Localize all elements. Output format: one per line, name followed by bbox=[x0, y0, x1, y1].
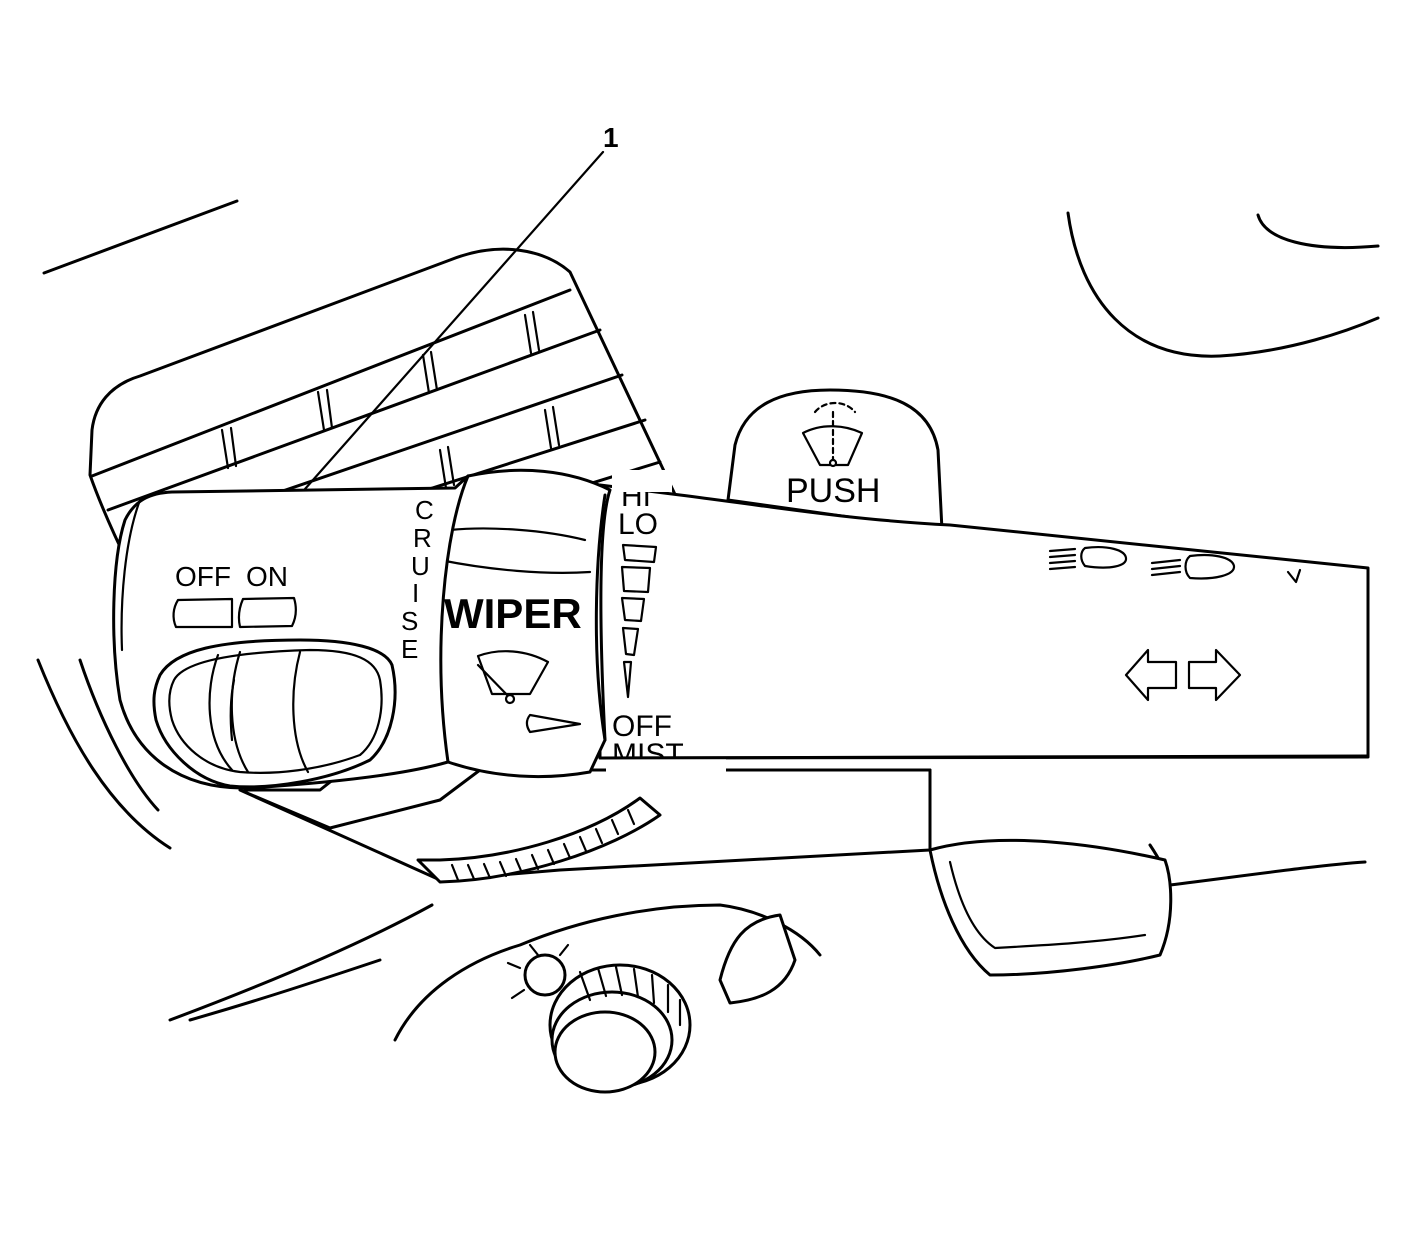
turn-signal-stalk[interactable] bbox=[598, 483, 1370, 760]
wiper-speed-scale: HI LO OFF MIST bbox=[598, 470, 1370, 781]
headlamp-beam-icon bbox=[1048, 546, 1128, 571]
set-resume-rocker[interactable] bbox=[152, 638, 397, 789]
washer-push-button[interactable]: PUSH bbox=[726, 388, 944, 532]
callout-1: 1 bbox=[303, 122, 619, 491]
svg-text:R: R bbox=[413, 523, 432, 553]
cruise-label: C R U I S E bbox=[401, 495, 434, 664]
wiper-off-label: OFF bbox=[612, 710, 672, 743]
windshield-wiper-icon bbox=[476, 650, 550, 705]
leader-line bbox=[303, 150, 605, 491]
wiper-label: WIPER bbox=[444, 590, 582, 637]
knob-knurling bbox=[578, 965, 682, 1027]
lo-label: LO bbox=[618, 508, 658, 541]
svg-text:U: U bbox=[411, 551, 430, 581]
cruise-off-label: OFF bbox=[175, 561, 231, 592]
cruise-on-label: ON bbox=[246, 561, 288, 592]
steering-column-shroud bbox=[238, 768, 1173, 1094]
cruise-on-button[interactable] bbox=[237, 596, 297, 629]
svg-text:C: C bbox=[415, 495, 434, 525]
push-label: PUSH bbox=[786, 472, 880, 510]
svg-text:S: S bbox=[401, 606, 418, 636]
svg-text:E: E bbox=[401, 634, 418, 664]
lamp-rays bbox=[506, 943, 570, 1000]
tilt-wheel-knurling bbox=[450, 808, 636, 882]
callout-number: 1 bbox=[603, 122, 619, 153]
wiper-control-ring[interactable]: WIPER bbox=[431, 468, 612, 779]
cruise-off-button[interactable] bbox=[172, 597, 234, 629]
headlamp-beam-icon bbox=[1150, 553, 1236, 580]
windshield-washer-icon bbox=[801, 401, 864, 468]
turn-signal-arrows-icon bbox=[1124, 648, 1242, 702]
cruise-control-end[interactable]: OFF ON C R U I S E bbox=[112, 474, 470, 790]
delay-steps bbox=[620, 543, 658, 699]
svg-text:I: I bbox=[412, 578, 419, 608]
